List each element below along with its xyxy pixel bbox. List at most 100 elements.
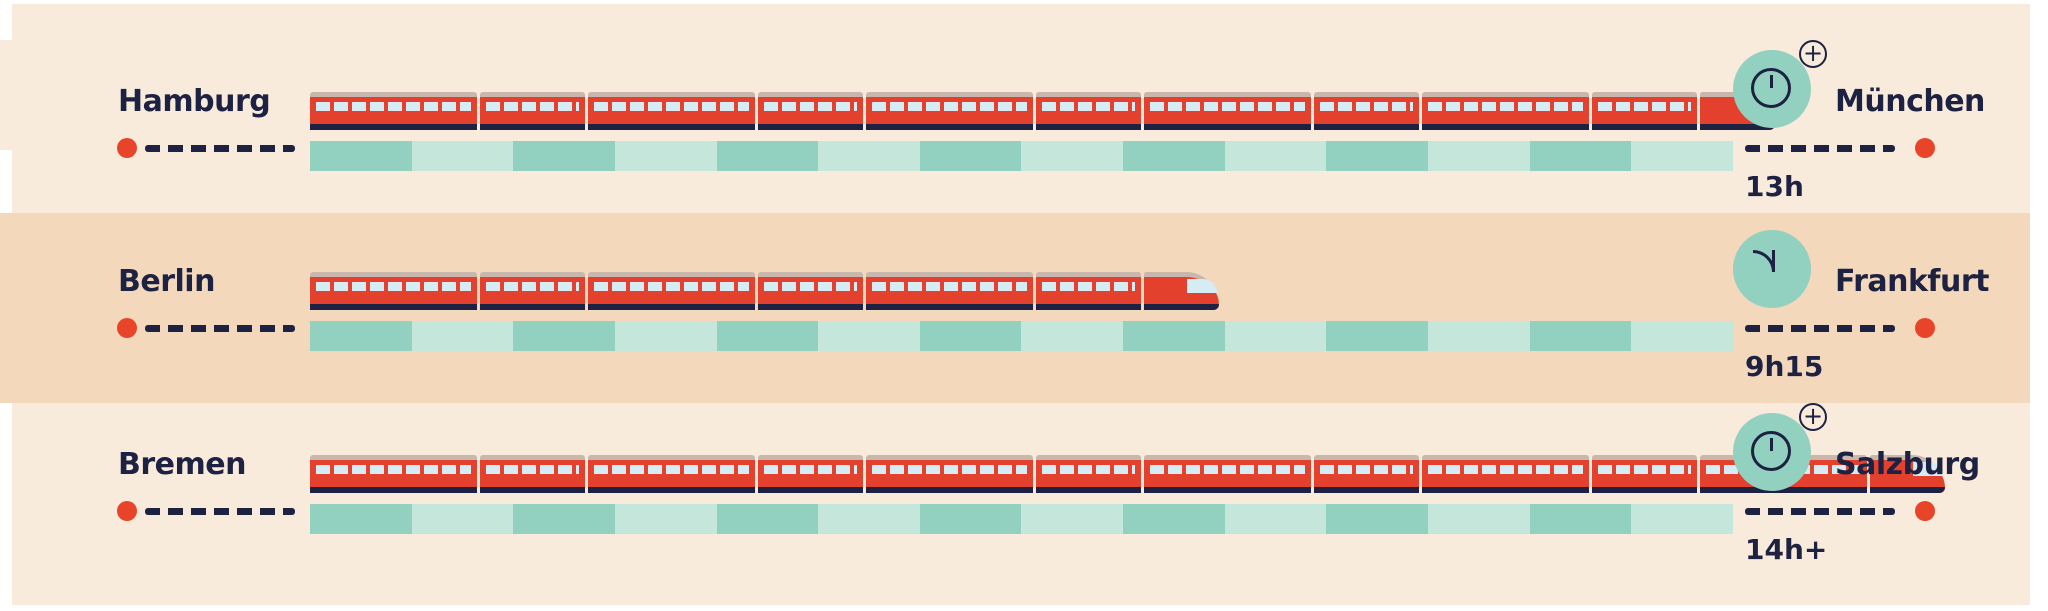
destination-city: Salzburg [1835, 447, 1980, 482]
train-car [310, 272, 477, 310]
clock-plus-icon: + [1733, 403, 1827, 491]
clock-quarter-icon [1733, 230, 1811, 308]
track-segment [614, 504, 717, 534]
origin-dot [117, 138, 137, 158]
track-segment [818, 141, 920, 171]
track-segment [1326, 141, 1429, 171]
clock-face-icon [1751, 431, 1791, 471]
track-segment [716, 321, 819, 351]
track-segment [818, 504, 920, 534]
track-segment [1631, 504, 1733, 534]
clock-plus-icon: + [1733, 40, 1827, 128]
track-segment [1123, 141, 1225, 171]
origin-dot [117, 318, 137, 338]
train-car [1592, 455, 1697, 493]
track-segment [1529, 321, 1632, 351]
plus-icon: + [1799, 40, 1827, 68]
destination-dash-line [1745, 325, 1895, 332]
track-segment [716, 141, 819, 171]
track-segment [1428, 504, 1530, 534]
track-segment [310, 141, 412, 171]
train-car [1314, 92, 1419, 130]
destination-dash-line [1745, 145, 1895, 152]
track-segment [411, 321, 514, 351]
train-car [758, 272, 863, 310]
destination-dot [1915, 138, 1935, 158]
train-car [1144, 92, 1311, 130]
track-segment [1326, 321, 1429, 351]
train-car [480, 92, 585, 130]
track-segment [310, 321, 412, 351]
train-car [866, 92, 1033, 130]
destination-city: Frankfurt [1835, 264, 1989, 299]
destination-city: München [1835, 84, 1985, 119]
train-car [758, 455, 863, 493]
track-segment [310, 504, 412, 534]
train [310, 455, 1945, 493]
train [310, 272, 1219, 310]
track-segment [513, 141, 615, 171]
progress-track [310, 504, 1733, 534]
train-car [1036, 272, 1141, 310]
track-segment [411, 141, 514, 171]
track-segment [1428, 321, 1530, 351]
destination-dash-line [1745, 508, 1895, 515]
train-car [758, 92, 863, 130]
origin-dash-line [145, 145, 295, 152]
track-segment [919, 141, 1022, 171]
track-segment [919, 321, 1022, 351]
left-notch [0, 40, 14, 150]
track-segment [1529, 141, 1632, 171]
train-car [1314, 455, 1419, 493]
track-segment [614, 321, 717, 351]
origin-city: Bremen [118, 447, 246, 482]
track-segment [513, 504, 615, 534]
track-segment [411, 504, 514, 534]
train-locomotive [1144, 272, 1219, 310]
quarter-clock-icon [1753, 250, 1775, 272]
track-segment [1529, 504, 1632, 534]
progress-track [310, 321, 1733, 351]
origin-city: Berlin [118, 264, 215, 299]
train-car [588, 455, 755, 493]
duration-label: 13h [1745, 170, 1804, 203]
train-car [1144, 455, 1311, 493]
track-segment [513, 321, 615, 351]
track-segment [1021, 321, 1124, 351]
train-car [480, 455, 585, 493]
track-segment [1326, 504, 1429, 534]
track-segment [1224, 504, 1327, 534]
train-car [866, 272, 1033, 310]
track-segment [716, 504, 819, 534]
track-segment [1631, 321, 1733, 351]
train-car [1036, 455, 1141, 493]
track-segment [1224, 141, 1327, 171]
train-car [588, 92, 755, 130]
track-segment [818, 321, 920, 351]
train-car [866, 455, 1033, 493]
progress-track [310, 141, 1733, 171]
origin-dash-line [145, 325, 295, 332]
train-car [1422, 92, 1589, 130]
train-car [588, 272, 755, 310]
track-segment [1224, 321, 1327, 351]
train-car [310, 455, 477, 493]
destination-dot [1915, 501, 1935, 521]
track-segment [919, 504, 1022, 534]
track-segment [1123, 321, 1225, 351]
origin-dot [117, 501, 137, 521]
train-car [1592, 92, 1697, 130]
track-segment [1021, 141, 1124, 171]
track-segment [614, 141, 717, 171]
train-car [1422, 455, 1589, 493]
train-car [310, 92, 477, 130]
duration-label: 14h+ [1745, 533, 1828, 566]
duration-label: 9h15 [1745, 350, 1824, 383]
origin-dash-line [145, 508, 295, 515]
track-segment [1631, 141, 1733, 171]
plus-icon: + [1799, 403, 1827, 431]
clock-face-icon [1751, 68, 1791, 108]
left-gap [0, 403, 12, 513]
destination-dot [1915, 318, 1935, 338]
train-locomotive [1870, 455, 1945, 493]
